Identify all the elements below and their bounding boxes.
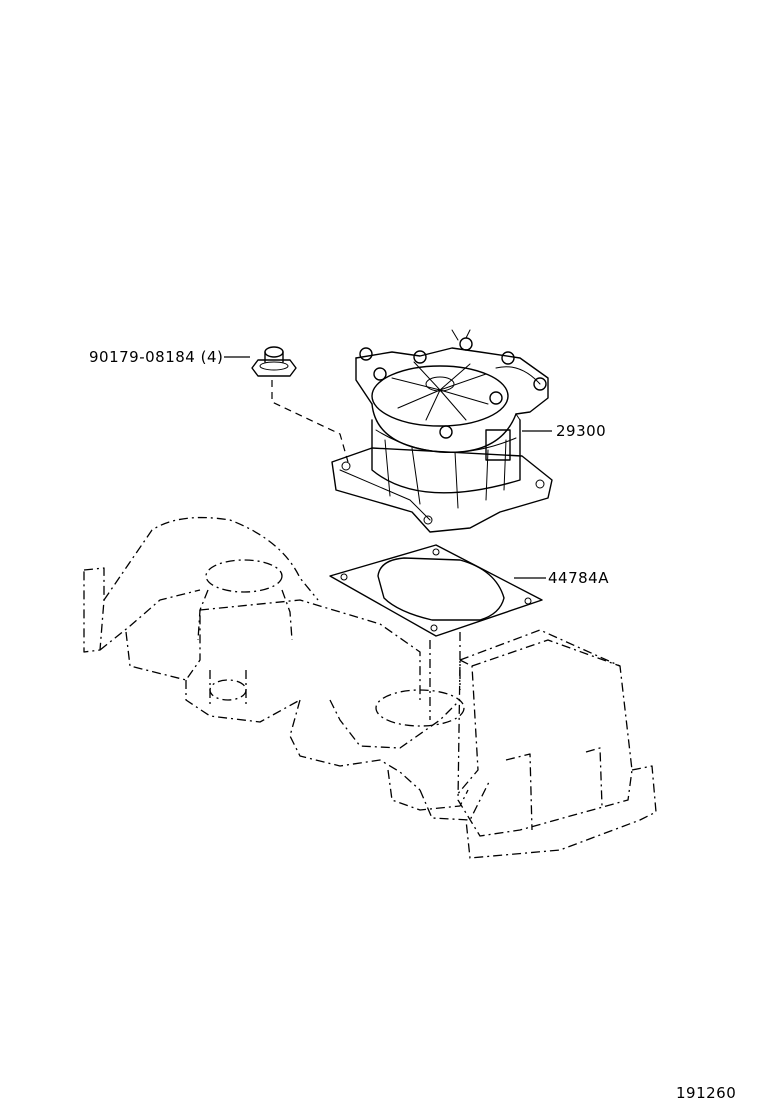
intake-manifold-phantom xyxy=(83,516,657,859)
gasket-drawing xyxy=(329,544,543,637)
gasket-part-number: 44784A xyxy=(548,569,609,587)
figure-id: 191260 xyxy=(676,1084,737,1102)
nut-quantity: (4) xyxy=(200,348,224,366)
carburetor-drawing xyxy=(331,329,553,533)
nut-drawing xyxy=(251,346,297,377)
nut-install-path xyxy=(271,380,349,463)
nut-callout: 90179-08184 (4) xyxy=(89,348,223,366)
carburetor-part-number: 29300 xyxy=(556,422,607,440)
nut-part-number: 90179-08184 xyxy=(89,348,196,366)
